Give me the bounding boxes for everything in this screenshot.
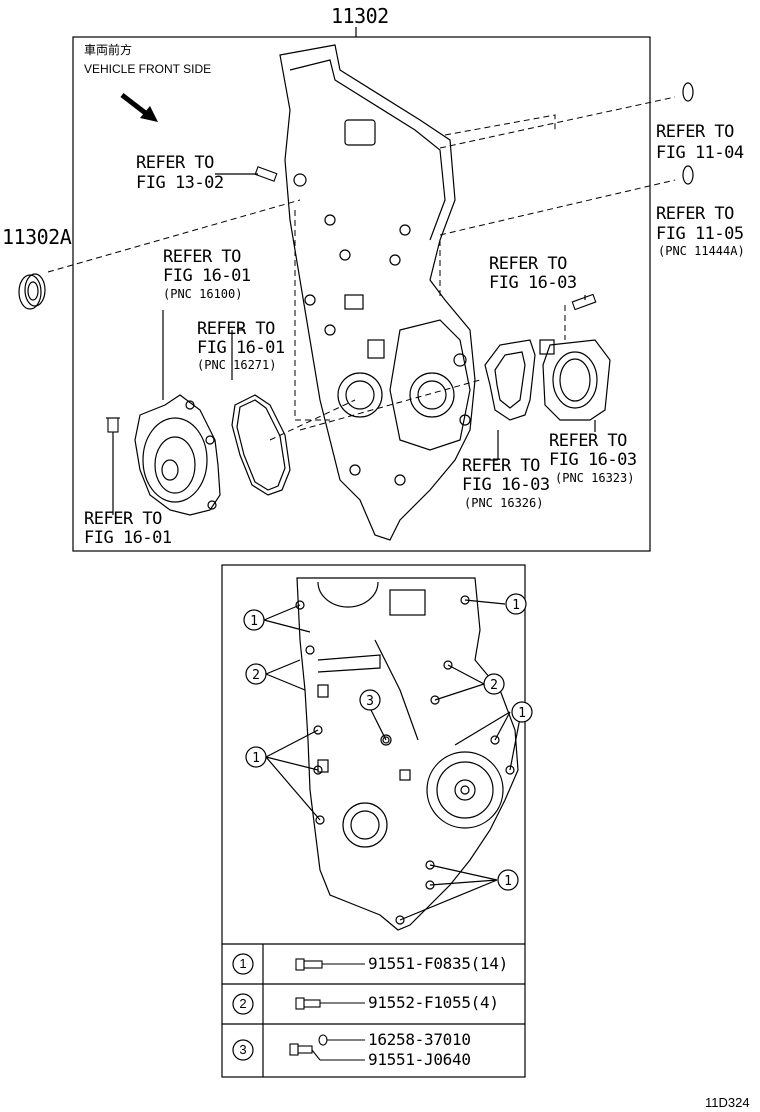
gasket-16326 bbox=[484, 339, 536, 421]
water-pump bbox=[134, 394, 221, 516]
legend-num-2: 2 bbox=[239, 996, 247, 1011]
callout-num: 3 bbox=[366, 694, 374, 709]
refer-pnc: (PNC 16271) bbox=[197, 358, 277, 372]
pump-gasket bbox=[231, 394, 291, 496]
callout-num: 1 bbox=[512, 598, 520, 613]
refer-fig: FIG 16-01 bbox=[163, 266, 251, 286]
timing-cover-upper bbox=[279, 44, 476, 541]
bolt-icon bbox=[106, 417, 120, 433]
oring-icon bbox=[682, 165, 694, 185]
upper-frame bbox=[72, 36, 651, 552]
refer-label: REFER TO bbox=[489, 254, 567, 274]
arrow-icon bbox=[120, 93, 158, 122]
callout-num: 1 bbox=[252, 751, 260, 766]
legend-part-1: 91551-F0835(14) bbox=[368, 954, 508, 973]
refer-fig: FIG 11-05 bbox=[656, 224, 744, 244]
legend-num-3: 3 bbox=[239, 1042, 247, 1057]
refer-label: REFER TO bbox=[549, 431, 627, 451]
callout-1-b bbox=[505, 593, 527, 615]
lower-frame bbox=[221, 564, 526, 1078]
legend-circle-3 bbox=[232, 1039, 254, 1061]
oil-seal-icon bbox=[18, 273, 46, 310]
header-en: VEHICLE FRONT SIDE bbox=[84, 62, 212, 76]
legend-circle-1 bbox=[232, 953, 254, 975]
callout-1-a bbox=[243, 609, 265, 631]
legend-part-3b: 91551-J0640 bbox=[368, 1050, 471, 1069]
callout-num: 1 bbox=[250, 614, 258, 629]
oring-icon bbox=[682, 82, 694, 102]
callout-num: 2 bbox=[490, 678, 498, 693]
refer-label: REFER TO bbox=[656, 204, 734, 224]
refer-pnc: (PNC 16100) bbox=[163, 287, 243, 301]
refer-pnc: (PNC 16323) bbox=[555, 471, 635, 485]
refer-fig: FIG 16-03 bbox=[462, 475, 550, 495]
refer-fig: FIG 11-04 bbox=[656, 143, 744, 163]
legend-num-1: 1 bbox=[239, 956, 247, 971]
callout-num: 1 bbox=[504, 874, 512, 889]
callout-1-c bbox=[511, 701, 533, 723]
refer-label: REFER TO bbox=[462, 456, 540, 476]
callout-3 bbox=[359, 689, 381, 711]
refer-fig: FIG 16-01 bbox=[197, 338, 285, 358]
callout-num: 1 bbox=[518, 706, 526, 721]
refer-label: REFER TO bbox=[197, 319, 275, 339]
bolt-icon bbox=[571, 293, 597, 311]
callout-1-e bbox=[497, 869, 519, 891]
callout-2-a bbox=[245, 663, 267, 685]
refer-label: REFER TO bbox=[656, 122, 734, 142]
refer-pnc: (PNC 16326) bbox=[464, 496, 544, 510]
refer-label: REFER TO bbox=[163, 247, 241, 267]
refer-label: REFER TO bbox=[84, 509, 162, 529]
figure-code: 11D324 bbox=[705, 1095, 750, 1110]
refer-fig: FIG 16-03 bbox=[489, 273, 577, 293]
legend-part-3a: 16258-37010 bbox=[368, 1030, 471, 1049]
bolt-icon bbox=[295, 958, 365, 971]
legend-part-2: 91552-F1055(4) bbox=[368, 993, 499, 1012]
refer-fig: FIG 13-02 bbox=[136, 173, 224, 193]
refer-label: REFER TO bbox=[136, 153, 214, 173]
legend-circle-2 bbox=[232, 993, 254, 1015]
callout-num: 2 bbox=[252, 668, 260, 683]
bolt-icon bbox=[254, 166, 278, 182]
bolt-icon bbox=[289, 1043, 365, 1061]
refer-fig: FIG 16-01 bbox=[84, 528, 172, 548]
water-outlet-16323 bbox=[539, 339, 611, 421]
refer-fig: FIG 16-03 bbox=[549, 450, 637, 470]
main-part-number: 11302 bbox=[331, 4, 389, 28]
seal-part-number: 11302A bbox=[2, 225, 72, 249]
washer-icon bbox=[318, 1034, 365, 1046]
callout-2-b bbox=[483, 673, 505, 695]
refer-pnc: (PNC 11444A) bbox=[658, 244, 745, 258]
bolt-icon bbox=[295, 997, 365, 1010]
callout-1-d bbox=[245, 746, 267, 768]
header-jp: 車両前方 bbox=[84, 43, 133, 57]
